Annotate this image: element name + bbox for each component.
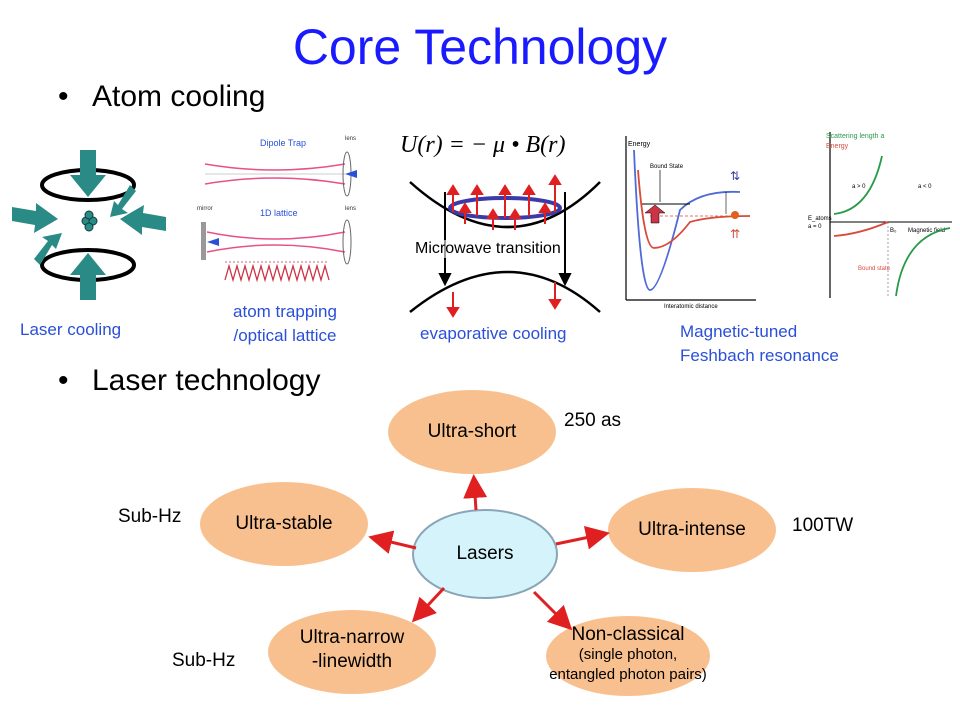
microwave-label: Microwave transition	[415, 240, 561, 258]
energy-axis-label: Energy	[628, 141, 651, 148]
svg-text:⇅: ⇅	[730, 169, 740, 183]
a-zero-label: a = 0	[808, 224, 822, 230]
bound-state-curve	[833, 221, 889, 237]
beam-arrow-diag-2	[34, 233, 62, 265]
bound-state-label-2: Bound state	[858, 266, 891, 272]
lens-label: lens	[345, 206, 356, 212]
node-ultra-narrow-line1: Ultra-narrow	[299, 627, 405, 648]
annotation-ultra-narrow-sub-hz: Sub-Hz	[172, 650, 236, 671]
interatomic-axis-label: Interatomic distance	[664, 304, 718, 310]
beam-arrow-right	[120, 205, 166, 235]
mirror-shape	[201, 222, 206, 260]
lens-label: lens	[345, 136, 356, 142]
atom-cloud-icon	[81, 210, 98, 232]
bullet-laser-technology-text: Laser technology	[92, 364, 321, 397]
lens-shape-2	[342, 219, 352, 265]
node-ultra-short-label: Ultra-short	[427, 421, 517, 442]
energy-label-2: Energy	[826, 143, 849, 150]
bullet-atom-cooling: • Atom cooling	[58, 80, 265, 114]
a-negative-label: a < 0	[918, 184, 932, 190]
laser-diagram	[200, 390, 776, 696]
beam-arrow-top	[70, 150, 106, 197]
evaporative-caption: evaporative cooling	[420, 324, 567, 343]
page-title: Core Technology	[292, 19, 668, 75]
evaporative-cooling-figure	[409, 174, 601, 318]
scattering-curve-right	[895, 227, 951, 297]
bullet-dot: •	[58, 364, 69, 397]
node-lasers-center	[412, 509, 558, 599]
scattering-length-figure: Scattering length a Energy a > 0 a < 0 E…	[808, 132, 952, 298]
lattice-potential	[224, 263, 330, 283]
node-ultra-narrow	[268, 610, 436, 694]
optical-lattice-figure: Dipole Trap lens 1D lattice mirror lens	[197, 136, 357, 283]
svg-text:⇈: ⇈	[730, 227, 740, 241]
scattering-curve-left	[833, 155, 883, 215]
feshbach-caption-line2: Feshbach resonance	[680, 346, 839, 365]
node-ultra-stable	[200, 482, 368, 566]
feshbach-potential-figure: Energy Interatomic distance Bound State …	[625, 136, 756, 310]
trapping-caption-line1: atom trapping	[233, 302, 337, 321]
annotation-ultra-stable-sub-hz: Sub-Hz	[118, 506, 182, 527]
lattice-label: 1D lattice	[260, 208, 298, 218]
open-channel-curve	[637, 169, 751, 249]
annotation-250-as: 250 as	[564, 410, 622, 431]
annotation-100tw: 100TW	[792, 515, 854, 536]
bullet-atom-cooling-text: Atom cooling	[92, 80, 266, 113]
node-non-classical-line2: (single photon,	[578, 646, 678, 663]
node-ultra-short	[388, 390, 556, 474]
trap-potential-upper	[409, 181, 601, 229]
node-ultra-narrow-line2: -linewidth	[311, 651, 393, 672]
node-non-classical-label: Non-classical (single photon, entangled …	[510, 625, 746, 685]
feshbach-caption-line1: Magnetic-tuned	[680, 322, 798, 341]
feshbach-caption: Magnetic-tuned Feshbach resonance	[680, 320, 839, 368]
node-ultra-intense	[608, 488, 776, 572]
potential-formula: U(r) = − μ • B(r)	[400, 132, 566, 158]
evaporating-atom-arrows	[446, 174, 562, 318]
closed-channel-curve	[633, 149, 741, 291]
node-lasers-label: Lasers	[456, 543, 514, 564]
transition-arrows	[438, 192, 572, 287]
trapping-caption-line2: /optical lattice	[233, 326, 337, 345]
node-non-classical	[546, 616, 710, 696]
scattering-length-label: Scattering length a	[826, 133, 884, 140]
node-ultra-stable-label: Ultra-stable	[235, 513, 333, 534]
e-atoms-label: E_atoms	[808, 216, 832, 222]
bound-state-label: Bound State	[650, 164, 684, 170]
bullet-laser-technology: • Laser technology	[58, 364, 321, 398]
beam-arrow-bottom	[70, 253, 106, 300]
b0-label: B₀	[890, 228, 897, 234]
magnetic-field-label: Magnetic field	[908, 228, 945, 234]
laser-cooling-caption: Laser cooling	[20, 320, 122, 339]
node-ultra-intense-label: Ultra-intense	[638, 519, 746, 540]
node-non-classical-line3: entangled photon pairs)	[549, 666, 707, 683]
laser-cooling-figure	[12, 150, 166, 300]
beam-arrow-left	[12, 203, 58, 233]
a-positive-label: a > 0	[852, 184, 866, 190]
trapping-caption: atom trapping /optical lattice	[205, 300, 365, 348]
trap-potential-lower	[409, 270, 601, 313]
laser-arrows	[368, 474, 610, 631]
dipole-trap-label: Dipole Trap	[260, 138, 306, 148]
node-ultra-narrow-label: Ultra-narrow -linewidth	[268, 626, 436, 674]
node-non-classical-line1: Non-classical	[571, 624, 685, 645]
mirror-label: mirror	[197, 206, 213, 212]
beam-arrow-diag-1	[110, 185, 136, 217]
bullet-dot: •	[58, 80, 69, 113]
